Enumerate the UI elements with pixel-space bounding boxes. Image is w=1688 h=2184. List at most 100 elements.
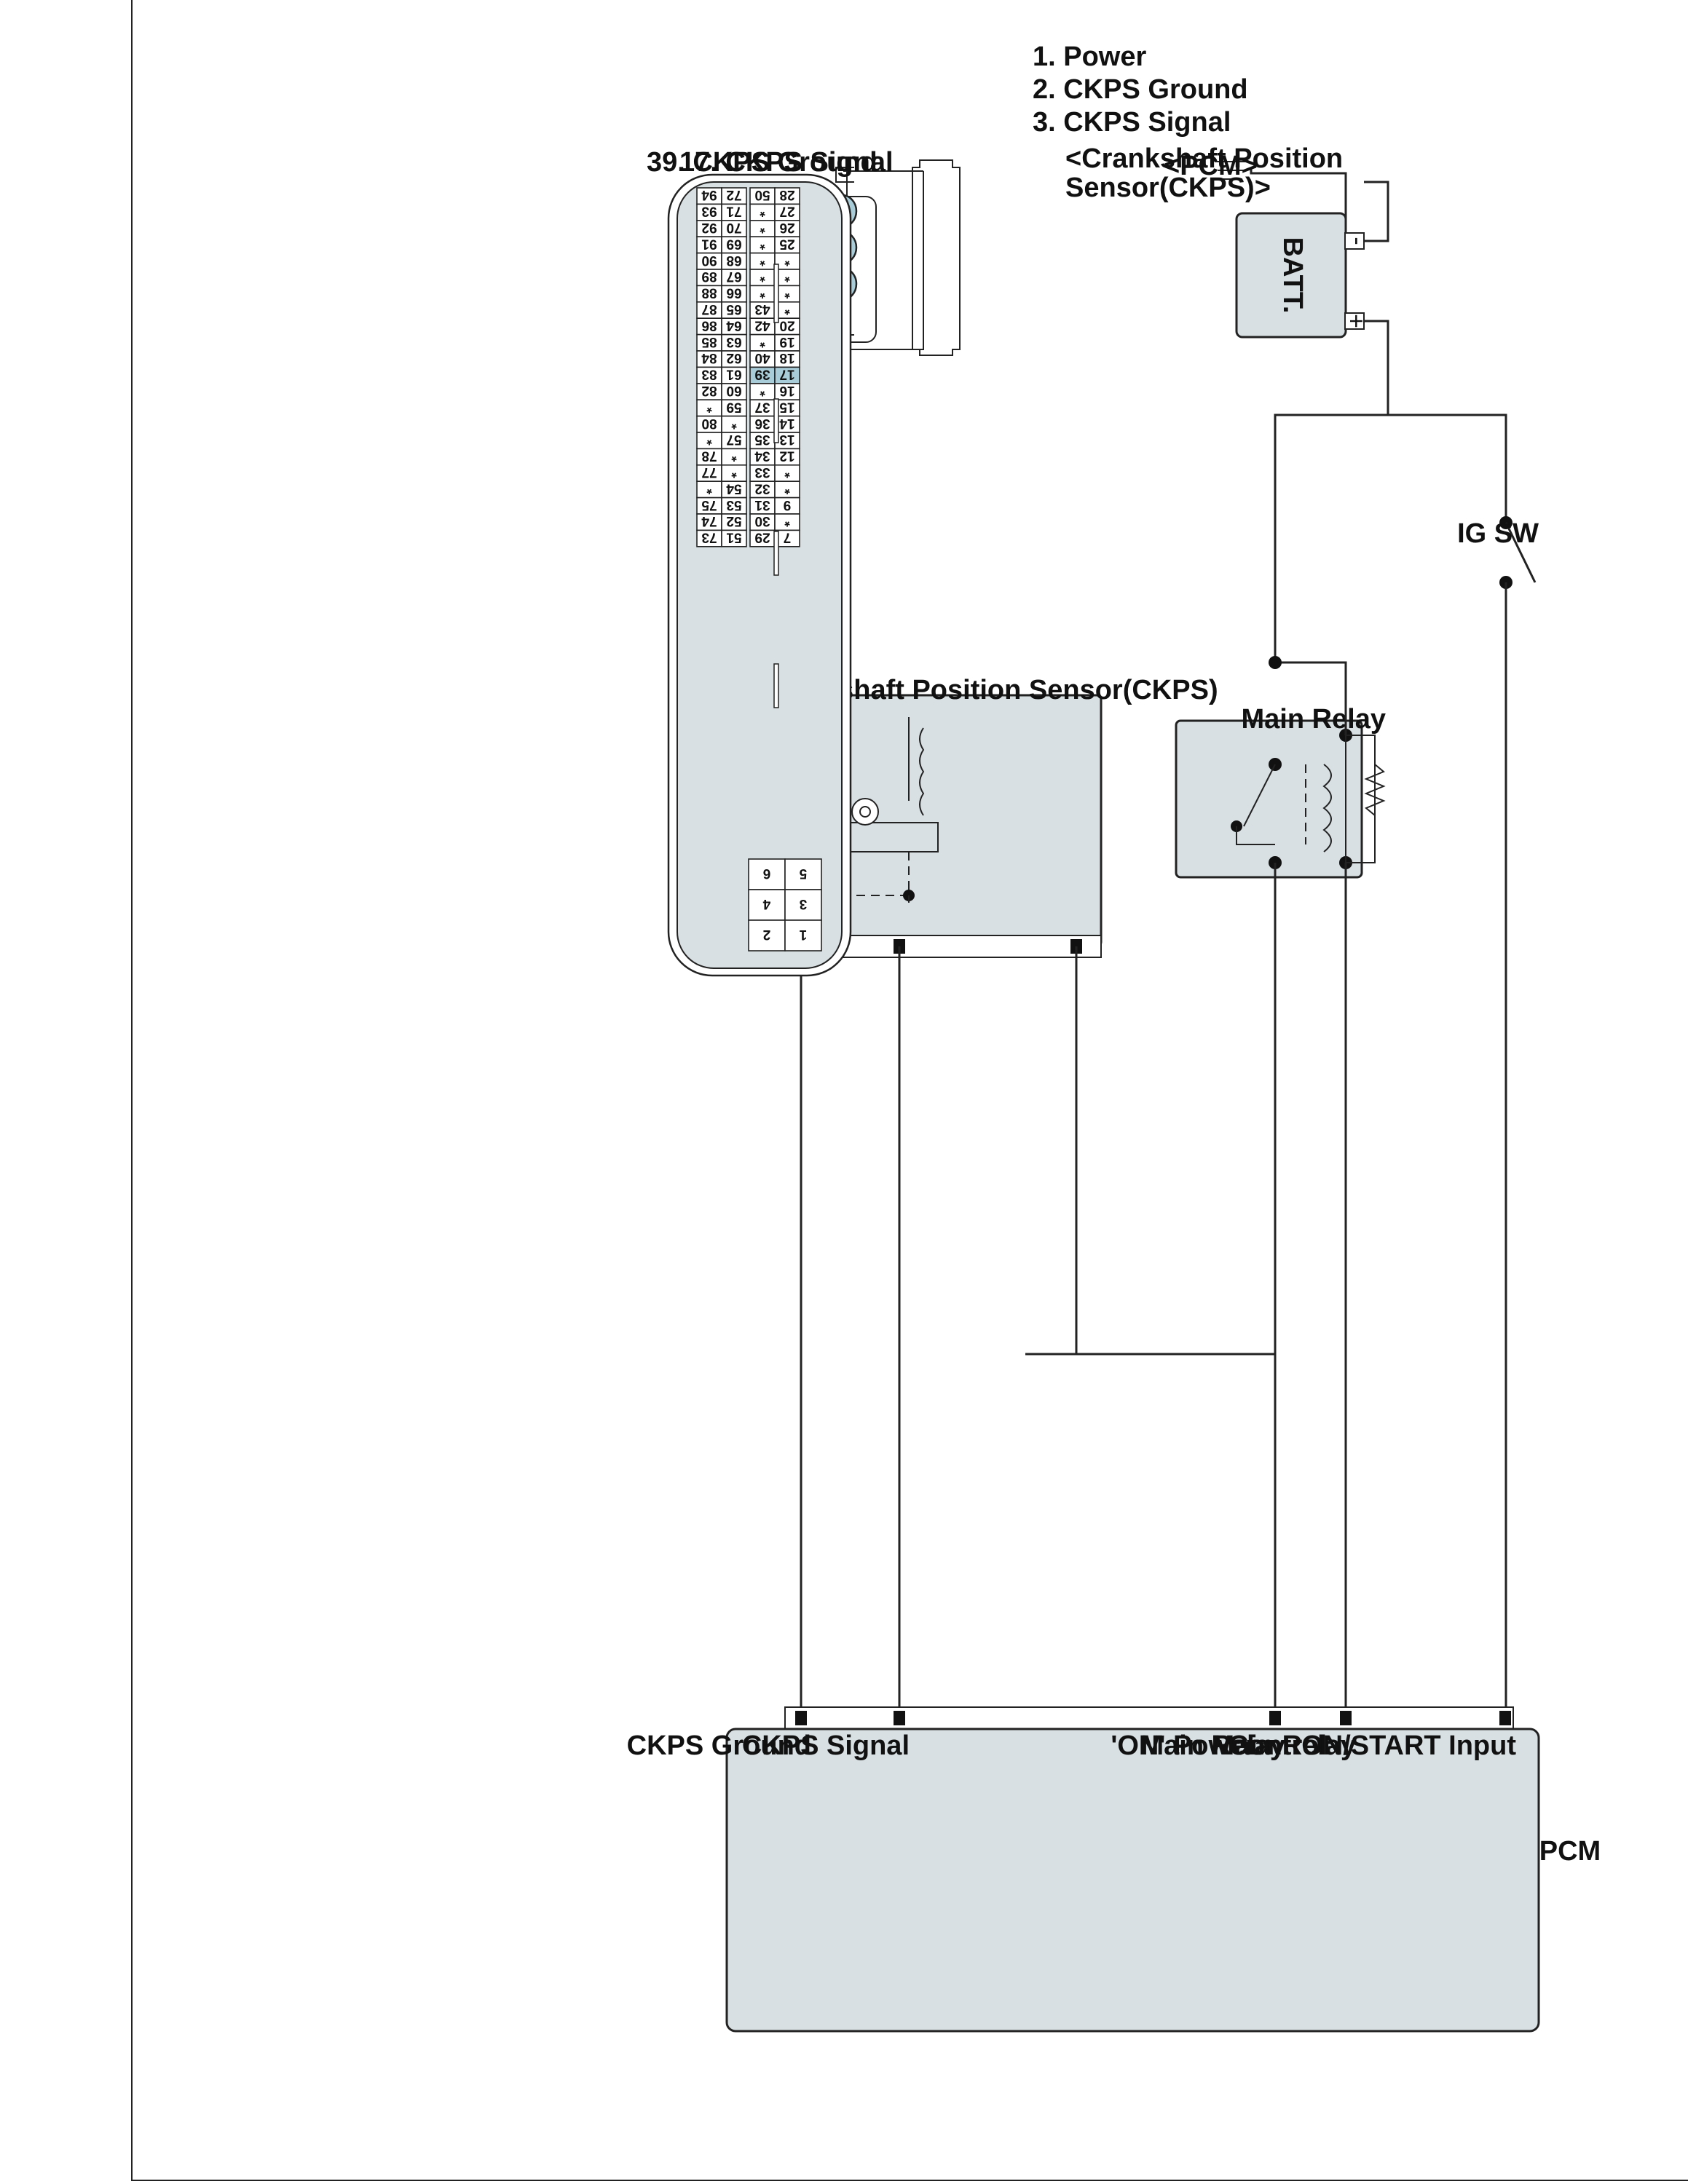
ckps-connector-title-1: <Crankshaft Position: [1065, 143, 1343, 174]
pcm-small-cell-label: 5: [799, 866, 807, 881]
pcm-cell-label: 40: [754, 350, 770, 365]
power-bus: [1274, 321, 1507, 662]
pcm-cell-label: *: [784, 513, 790, 529]
pcm-connector-view: <PCM> 94939291908988878685848382*80*7877…: [647, 147, 1258, 977]
pcm-cell-label: 67: [726, 269, 741, 284]
pcm-cell-label: 71: [726, 204, 742, 219]
pcm-cell-label: 31: [754, 497, 770, 513]
pcm-small-cell-label: 4: [762, 896, 770, 911]
pcm-key-tab: [773, 531, 779, 576]
pcm-cell-label: 68: [726, 253, 741, 268]
pcm-cell-label: 15: [779, 399, 795, 414]
main-relay: Main Relay: [1175, 656, 1386, 1707]
battery-pos: +: [1342, 314, 1370, 328]
pcm-cell-label: *: [760, 204, 765, 219]
pcm-cell-label: 77: [701, 464, 717, 480]
pcm-cell-label: 84: [701, 350, 717, 365]
pcm-cell-label: 65: [726, 301, 742, 317]
pcm-pin-main-relay-control-label-2: Control: [1228, 1730, 1327, 1761]
pcm-cell-label: 32: [754, 480, 770, 496]
pcm-cell-label: 89: [701, 269, 717, 284]
pcm-cell-label: 30: [754, 513, 770, 529]
pcm-small-cell-label: 1: [799, 927, 807, 942]
pcm-cell-label: 18: [779, 350, 794, 365]
pcm-small-cell-label: 2: [763, 927, 771, 942]
pcm-cell-label: *: [760, 285, 765, 301]
pcm-cell-label: 82: [701, 383, 717, 398]
pcm-cell-label: *: [760, 236, 765, 251]
pcm-small-cell-label: 6: [763, 866, 771, 881]
pcm-pin-main-relay-control-label: Main Relay: [1211, 1730, 1356, 1761]
pcm-cell-label: *: [731, 464, 737, 480]
pcm-cell-label: 85: [701, 334, 717, 349]
pcm-cell-label: *: [784, 464, 790, 480]
pcm-cell-label: 34: [754, 448, 770, 464]
pcm-cell-label: 87: [701, 301, 717, 317]
pcm-connector-grid: 94939291908988878685848382*80*7877*75747…: [696, 187, 800, 708]
pcm-cell-label: 69: [726, 236, 741, 251]
pcm-cell-label: *: [706, 432, 712, 447]
pcm-cell-label: 73: [701, 530, 717, 545]
pcm-cell-label: 74: [701, 513, 717, 529]
pcm-cell-label: 13: [779, 432, 794, 447]
pcm-pin-ckps-signal-label: CKPS Signal: [742, 1730, 910, 1761]
battery-label: BATT.: [1277, 237, 1308, 314]
pcm-cell-label: 14: [779, 416, 795, 431]
pcm-cell-label: 7: [784, 530, 792, 545]
pcm-cell-label: 29: [754, 530, 770, 545]
pcm-cell-label: 90: [701, 253, 717, 268]
pcm-cell-label: 83: [701, 367, 717, 382]
pcm-cell-label: 42: [754, 317, 770, 333]
pcm-cell-label: 57: [726, 432, 741, 447]
pcm-cell-label: 36: [754, 416, 770, 431]
pcm-cell-label: 35: [754, 432, 770, 447]
pcm-small-cell: [784, 919, 822, 951]
pcm-cell-label: *: [760, 334, 765, 349]
pcm-cell-label: 70: [726, 220, 741, 235]
pcm-cell-label: 94: [701, 187, 717, 202]
pcm-cell-label: 59: [726, 399, 741, 414]
pcm-cell-label: 54: [726, 480, 742, 496]
pcm-cell-label: *: [731, 448, 737, 464]
main-relay-label: Main Relay: [1241, 704, 1386, 735]
pcm-legend-1: 17. CKPS Signal: [679, 147, 894, 178]
pcm-cell: [721, 529, 747, 547]
pcm-cell-label: 27: [779, 204, 794, 219]
pcm-cell-label: *: [760, 253, 765, 268]
ignition-switch: IG SW: [1457, 415, 1539, 1707]
ckps-wires: [800, 946, 1275, 1707]
pcm-cell-label: 60: [726, 383, 741, 398]
battery: BATT. - +: [1215, 161, 1389, 415]
battery-neg: -: [1344, 237, 1371, 245]
pcm-cell-label: 78: [701, 448, 717, 464]
pcm-cell-label: 61: [726, 367, 742, 382]
pcm-cell-label: 9: [784, 497, 792, 513]
ig-sw-label: IG SW: [1457, 518, 1539, 549]
pcm-cell-label: *: [760, 383, 765, 398]
pcm-cell-label: 93: [701, 204, 717, 219]
pcm-cell-label: 51: [726, 530, 742, 545]
pcm-cell-label: 39: [754, 367, 770, 382]
pcm-cell-label: 33: [754, 464, 770, 480]
pcm-cell-label: 37: [754, 399, 770, 414]
pcm-cell-label: 25: [779, 236, 795, 251]
ckps-legend-3: 3. CKPS Signal: [1033, 107, 1231, 138]
pcm-cell-label: 62: [726, 350, 741, 365]
pcm-cell-label: 64: [726, 317, 742, 333]
diagram-sheet: [131, 0, 1688, 2181]
pcm-key-tab: [773, 264, 779, 323]
pcm-cell-label: *: [784, 480, 790, 496]
pcm-cell-label: *: [784, 301, 790, 317]
pcm-cell-label: 17: [779, 367, 794, 382]
pcm-key-tab: [773, 663, 779, 708]
pcm-cell-label: *: [731, 416, 737, 431]
pcm-cell-label: *: [784, 285, 790, 301]
pcm-cell-label: 43: [754, 301, 770, 317]
ckps-legend-2: 2. CKPS Ground: [1033, 74, 1248, 105]
